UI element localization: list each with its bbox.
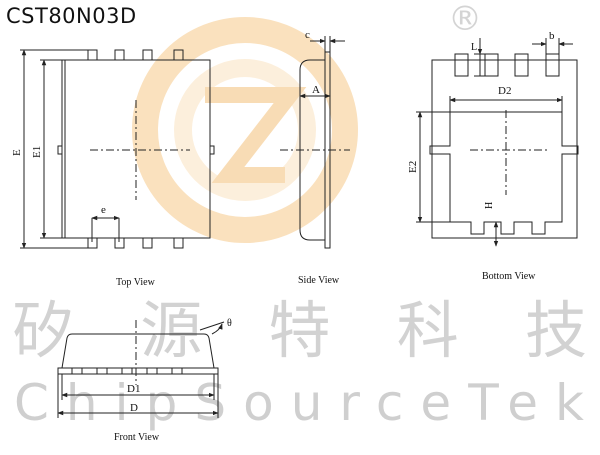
bottom-view: [416, 38, 579, 247]
exposed-pad: [429, 111, 579, 235]
dim-e2-label: E2: [407, 161, 419, 173]
top-view-caption: Top View: [116, 277, 156, 288]
dim-h-label: H: [484, 202, 495, 209]
dim-l-label: L: [471, 42, 477, 53]
dim-d1-label: D1: [127, 383, 140, 395]
front-view-caption: Front View: [114, 432, 160, 443]
bottom-lead-3: [142, 237, 153, 249]
front-view-leadframe: [57, 367, 219, 375]
dim-d-label: D: [130, 402, 138, 414]
registered-mark: ®: [448, 0, 482, 39]
watermark-logo: [132, 17, 358, 243]
dim-b-label: b: [549, 30, 555, 42]
front-view: [57, 320, 225, 418]
side-view: [280, 36, 350, 249]
bottom-view-lead-t4: [545, 53, 560, 77]
top-lead-3: [142, 49, 153, 61]
dim-d2-label: D2: [498, 85, 511, 97]
dim-c-label: c: [305, 29, 310, 41]
bottom-view-caption: Bottom View: [482, 271, 536, 282]
top-lead-1: [87, 49, 98, 61]
front-view-body: [61, 333, 215, 369]
dim-a-label: A: [312, 84, 320, 96]
dim-e1-label: E1: [31, 146, 43, 158]
bottom-view-lead-t1: [454, 53, 469, 77]
bottom-view-body: [431, 59, 578, 239]
bottom-view-lead-t3: [514, 53, 529, 77]
bottom-lead-4: [173, 237, 184, 249]
watermark-english: ChipSourceTek: [14, 374, 584, 432]
part-number-title: CST80N03D: [6, 4, 137, 28]
bottom-view-lead-t2: [484, 53, 499, 77]
watermark-chinese: 矽源特科技: [12, 294, 587, 367]
top-lead-2: [114, 49, 125, 61]
top-lead-4: [173, 49, 184, 61]
dim-e-label: E: [11, 149, 23, 156]
top-view: [20, 49, 215, 249]
dim-pitch-label: e: [101, 204, 106, 216]
side-view-caption: Side View: [298, 275, 340, 286]
dim-theta-label: θ: [227, 318, 232, 329]
